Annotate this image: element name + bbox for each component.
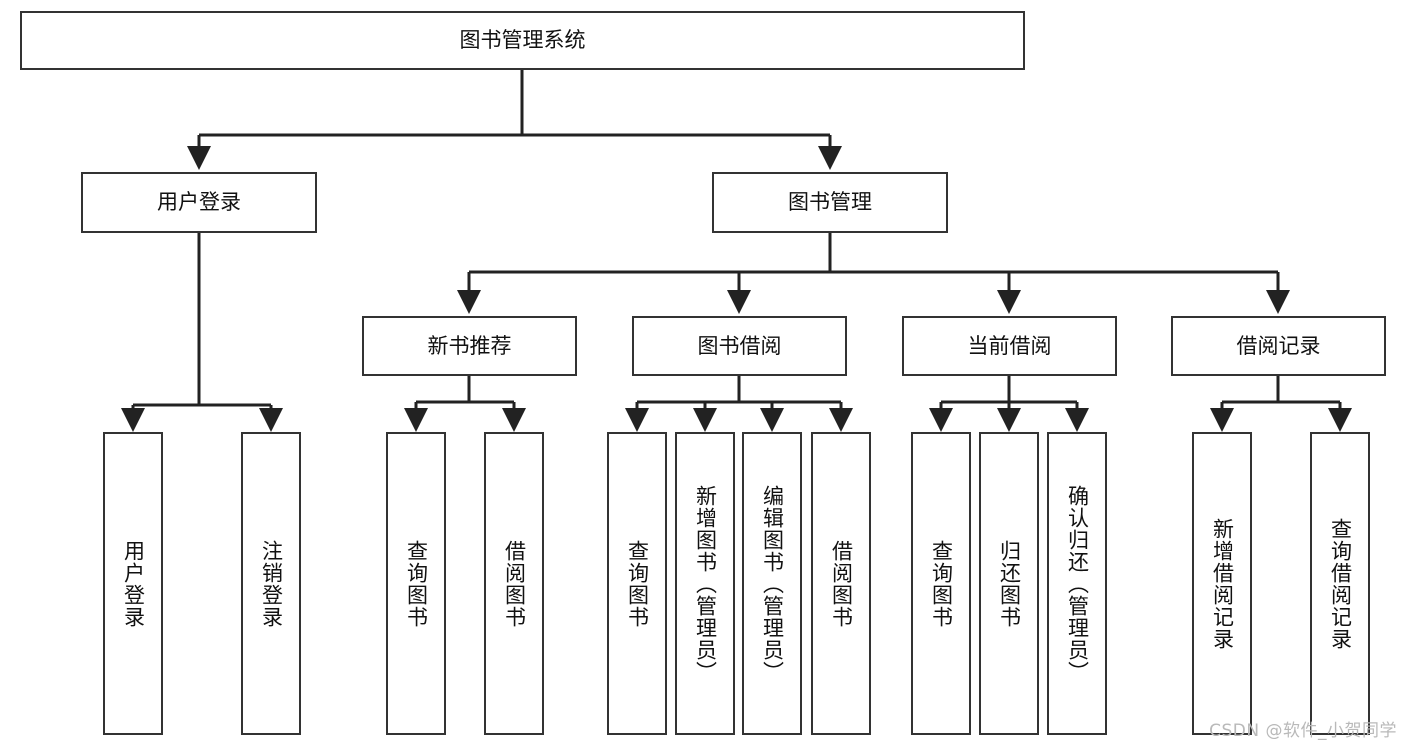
node-leaf-current-borrow-return[interactable]: 归还图书 bbox=[979, 432, 1039, 735]
node-label: 图书管理 bbox=[788, 190, 872, 215]
node-leaf-new-book-query[interactable]: 查询图书 bbox=[386, 432, 446, 735]
node-leaf-user-login-logout[interactable]: 注销登录 bbox=[241, 432, 301, 735]
node-label: 查询图书 bbox=[625, 539, 650, 628]
node-leaf-book-borrow-query[interactable]: 查询图书 bbox=[607, 432, 667, 735]
node-leaf-current-borrow-confirm[interactable]: 确认归还（管理员） bbox=[1047, 432, 1107, 735]
node-label: 借阅记录 bbox=[1236, 333, 1321, 358]
node-label: 新书推荐 bbox=[427, 333, 512, 358]
node-user-login[interactable]: 用户登录 bbox=[81, 172, 317, 233]
node-label: 借阅图书 bbox=[829, 539, 854, 628]
node-label: 用户登录 bbox=[157, 190, 241, 215]
node-leaf-book-borrow-add[interactable]: 新增图书（管理员） bbox=[675, 432, 735, 735]
node-label: 用户登录 bbox=[121, 539, 146, 628]
node-label: 查询图书 bbox=[404, 539, 429, 628]
node-label: 图书借阅 bbox=[697, 333, 782, 358]
node-leaf-borrow-record-query[interactable]: 查询借阅记录 bbox=[1310, 432, 1370, 735]
node-book-management[interactable]: 图书管理 bbox=[712, 172, 948, 233]
node-label: 新增图书（管理员） bbox=[693, 484, 718, 683]
node-leaf-book-borrow-borrow[interactable]: 借阅图书 bbox=[811, 432, 871, 735]
node-label: 注销登录 bbox=[259, 539, 284, 628]
node-label: 新增借阅记录 bbox=[1210, 517, 1235, 650]
node-new-book-recommend[interactable]: 新书推荐 bbox=[362, 316, 577, 376]
node-leaf-user-login-login[interactable]: 用户登录 bbox=[103, 432, 163, 735]
node-label: 归还图书 bbox=[997, 539, 1022, 628]
node-root-book-management-system[interactable]: 图书管理系统 bbox=[20, 11, 1025, 70]
node-current-borrow[interactable]: 当前借阅 bbox=[902, 316, 1117, 376]
node-borrow-record[interactable]: 借阅记录 bbox=[1171, 316, 1386, 376]
node-label: 当前借阅 bbox=[967, 333, 1052, 358]
node-label: 查询图书 bbox=[929, 539, 954, 628]
node-leaf-book-borrow-edit[interactable]: 编辑图书（管理员） bbox=[742, 432, 802, 735]
node-label: 借阅图书 bbox=[502, 539, 527, 628]
node-label: 图书管理系统 bbox=[459, 28, 586, 53]
node-leaf-new-book-borrow[interactable]: 借阅图书 bbox=[484, 432, 544, 735]
node-leaf-borrow-record-add[interactable]: 新增借阅记录 bbox=[1192, 432, 1252, 735]
node-label: 编辑图书（管理员） bbox=[760, 484, 785, 683]
node-label: 查询借阅记录 bbox=[1328, 517, 1353, 650]
node-label: 确认归还（管理员） bbox=[1065, 484, 1090, 683]
node-book-borrow[interactable]: 图书借阅 bbox=[632, 316, 847, 376]
node-leaf-current-borrow-query[interactable]: 查询图书 bbox=[911, 432, 971, 735]
